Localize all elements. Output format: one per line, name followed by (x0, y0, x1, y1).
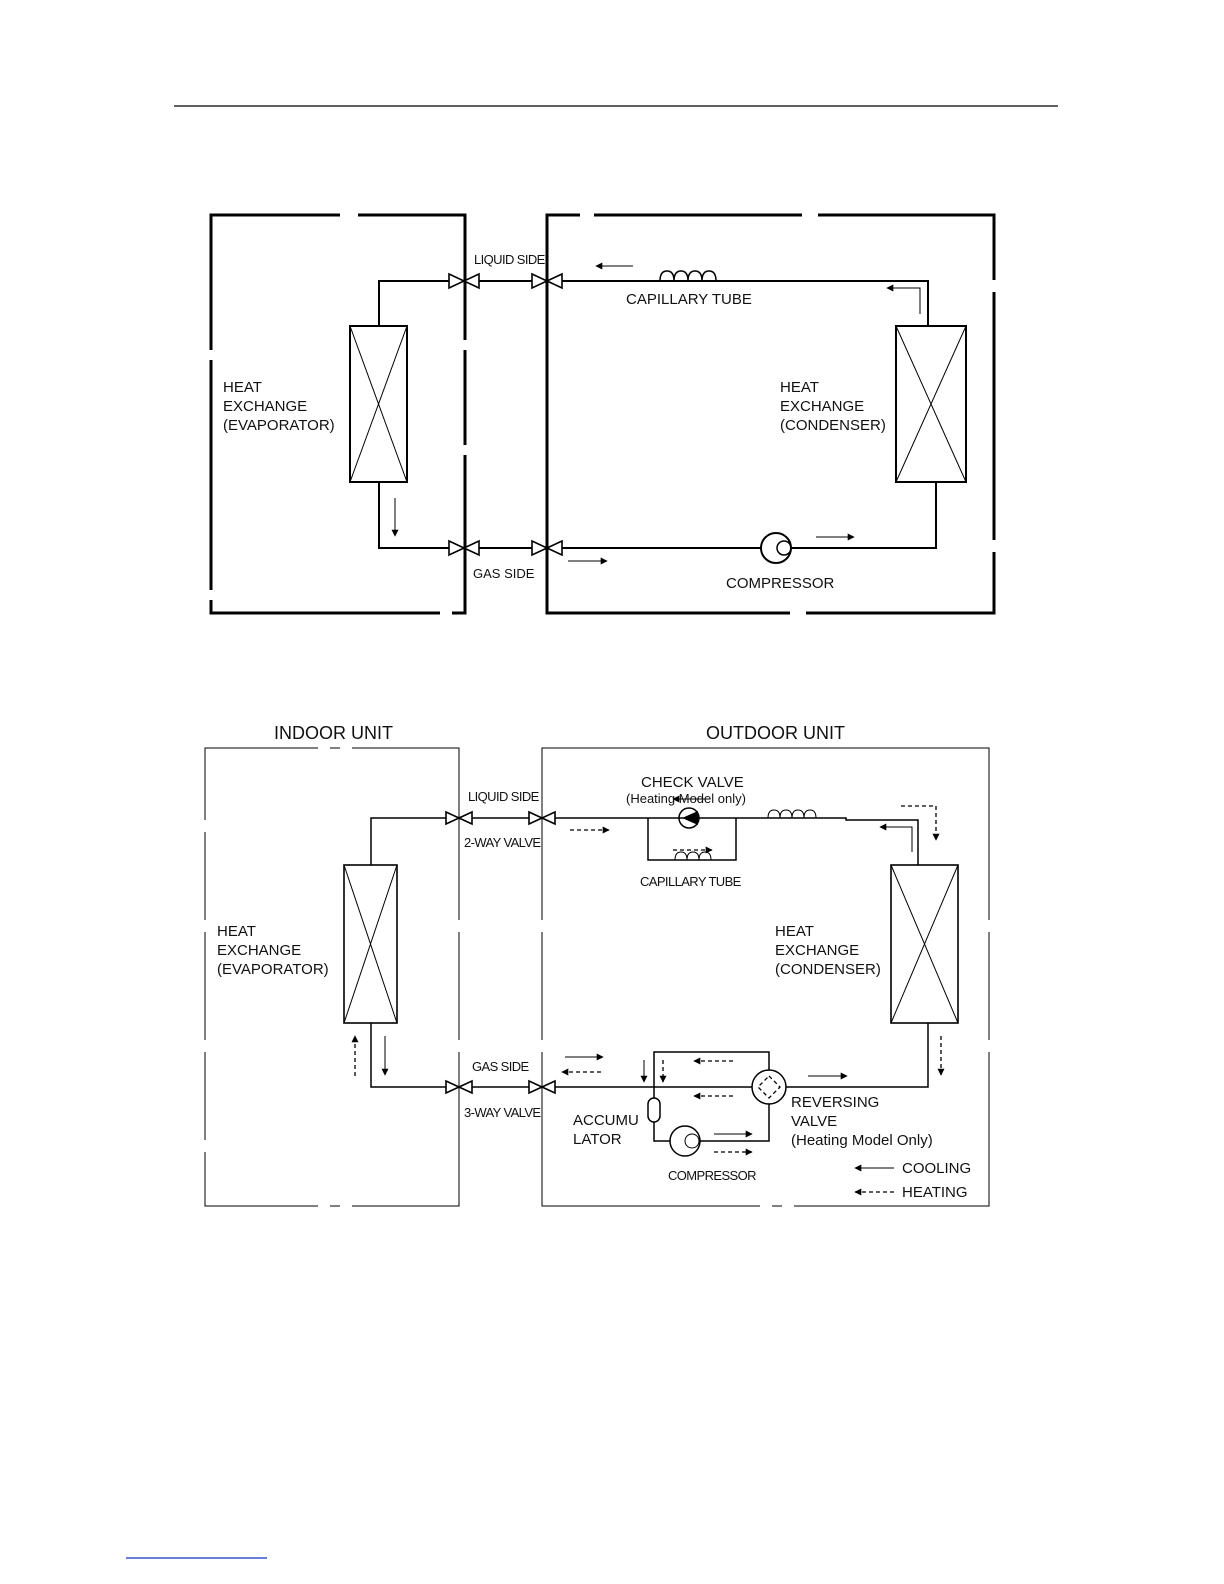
svg-text:(Heating Model Only): (Heating Model Only) (791, 1132, 933, 1149)
gas-side-valve-outdoor (531, 539, 563, 557)
three-way-valve (528, 1079, 556, 1095)
evaporator-label: HEAT EXCHANGE (EVAPORATOR) (217, 923, 329, 978)
svg-text:EXCHANGE: EXCHANGE (780, 398, 864, 415)
legend-cooling-label: COOLING (902, 1160, 971, 1177)
gas-line-pipe (370, 1023, 752, 1088)
condenser-label: HEAT EXCHANGE (CONDENSER) (775, 923, 881, 978)
svg-text:HEAT: HEAT (775, 923, 814, 940)
cooling-arrow-condenser-outlet (879, 823, 913, 852)
outdoor-unit-title: OUTDOOR UNIT (706, 723, 845, 743)
two-way-valve (528, 810, 556, 826)
svg-text:(CONDENSER): (CONDENSER) (775, 961, 881, 978)
two-way-valve-label: 2-WAY VALVE (464, 835, 541, 850)
outdoor-unit-frame (539, 747, 992, 1209)
svg-text:VALVE: VALVE (791, 1113, 837, 1130)
compressor-label: COMPRESSOR (726, 575, 835, 592)
three-way-valve-indoor (445, 1079, 473, 1095)
outdoor-unit-frame (545, 212, 997, 616)
gas-side-label: GAS SIDE (473, 566, 535, 581)
svg-text:EXCHANGE: EXCHANGE (223, 398, 307, 415)
svg-text:(EVAPORATOR): (EVAPORATOR) (217, 961, 329, 978)
evaporator-label: HEAT EXCHANGE (EVAPORATOR) (223, 379, 335, 434)
cooling-cycle-diagram: LIQUID SIDE GAS SIDE CAPILLARY TUBE COMP… (208, 212, 997, 616)
liquid-side-label: LIQUID SIDE (474, 252, 546, 267)
gas-line-pipe (378, 482, 937, 549)
evaporator-heat-exchanger (349, 325, 408, 483)
compressor-symbol (669, 1125, 701, 1157)
gas-side-valve-indoor (448, 539, 480, 557)
svg-text:REVERSING: REVERSING (791, 1094, 879, 1111)
check-valve-note: (Heating Model only) (626, 791, 746, 806)
liquid-side-label: LIQUID SIDE (468, 789, 540, 804)
svg-text:ACCUMU: ACCUMU (573, 1112, 639, 1129)
compressor-symbol (760, 532, 792, 564)
liquid-line-pipe-outdoor (736, 817, 919, 865)
svg-text:LATOR: LATOR (573, 1131, 622, 1148)
evaporator-heat-exchanger (343, 864, 398, 1024)
gas-side-label: GAS SIDE (472, 1059, 530, 1074)
reversing-valve-label: REVERSING VALVE (Heating Model Only) (791, 1094, 933, 1149)
svg-text:HEAT: HEAT (780, 379, 819, 396)
legend-heating-label: HEATING (902, 1184, 968, 1201)
reversing-valve-symbol (751, 1069, 787, 1105)
capillary-bypass-pipe (647, 818, 737, 861)
liquid-side-valve-outdoor (531, 272, 563, 290)
main-capillary-coil (767, 809, 817, 819)
capillary-tube-coil (674, 851, 712, 861)
svg-text:EXCHANGE: EXCHANGE (775, 942, 859, 959)
accumulator-to-compressor (653, 1122, 670, 1142)
svg-text:HEAT: HEAT (217, 923, 256, 940)
two-way-valve-indoor (445, 810, 473, 826)
reversing-loop-top (653, 1051, 770, 1087)
check-valve-symbol (678, 807, 700, 829)
heat-pump-cycle-diagram: INDOOR UNIT OUTDOOR UNIT (202, 723, 992, 1209)
condenser-label: HEAT EXCHANGE (CONDENSER) (780, 379, 886, 434)
svg-text:(EVAPORATOR): (EVAPORATOR) (223, 417, 335, 434)
indoor-unit-title: INDOOR UNIT (274, 723, 393, 743)
capillary-tube-label: CAPILLARY TUBE (626, 291, 752, 308)
condenser-heat-exchanger (895, 325, 967, 483)
capillary-tube-coil (659, 270, 717, 282)
flow-arrow-condenser-outlet (886, 284, 921, 314)
legend: COOLING HEATING (854, 1160, 971, 1201)
compressor-label: COMPRESSOR (668, 1168, 756, 1183)
check-valve-label: CHECK VALVE (641, 774, 744, 791)
liquid-line-pipe (378, 280, 929, 326)
svg-text:HEAT: HEAT (223, 379, 262, 396)
accumulator-symbol (647, 1097, 661, 1123)
svg-text:(CONDENSER): (CONDENSER) (780, 417, 886, 434)
capillary-tube-label: CAPILLARY TUBE (640, 874, 742, 889)
liquid-side-valve-indoor (448, 272, 480, 290)
three-way-valve-label: 3-WAY VALVE (464, 1105, 541, 1120)
indoor-unit-frame (202, 745, 462, 1209)
heating-arrow-condenser-inlet (901, 805, 940, 841)
accumulator-label: ACCUMU LATOR (573, 1112, 639, 1148)
discharge-pipe (786, 1023, 929, 1088)
indoor-unit-frame (208, 212, 468, 616)
compressor-discharge-pipe (700, 1104, 770, 1142)
condenser-heat-exchanger (890, 864, 959, 1024)
svg-text:EXCHANGE: EXCHANGE (217, 942, 301, 959)
